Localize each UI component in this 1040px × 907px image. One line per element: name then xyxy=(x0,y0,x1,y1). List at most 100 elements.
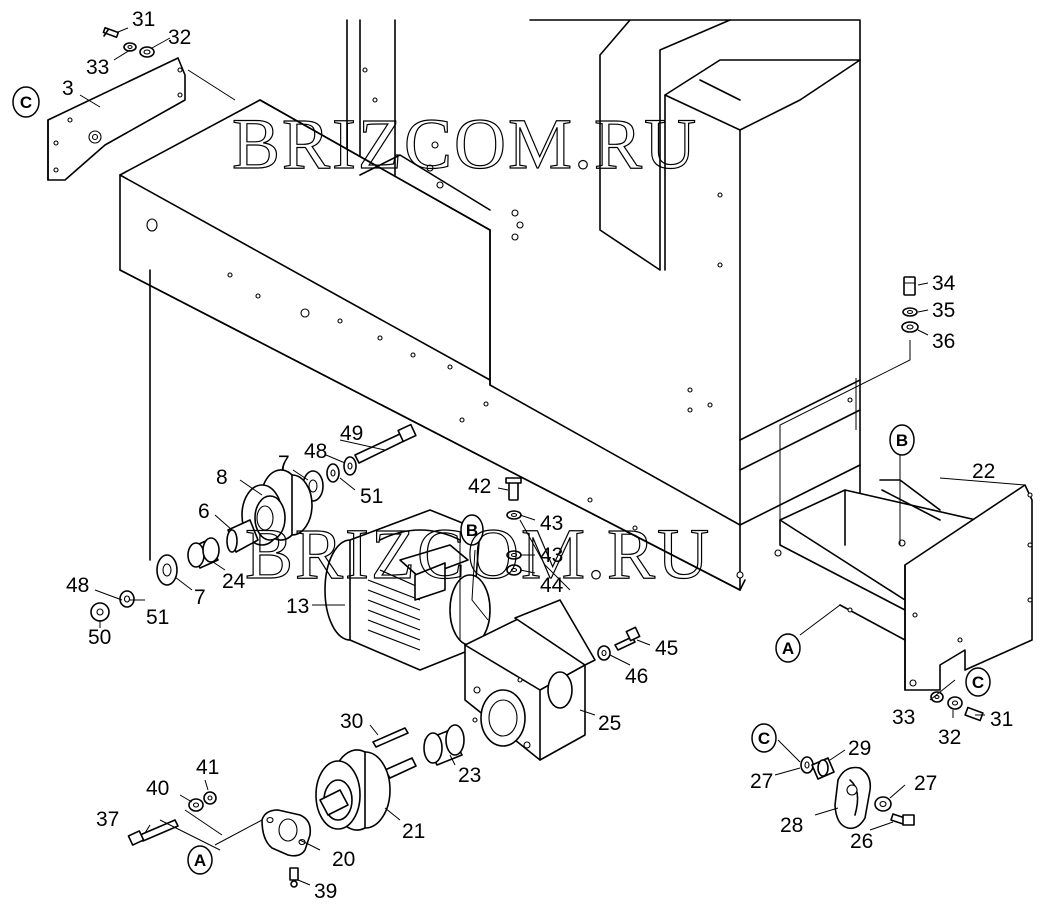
washer-46 xyxy=(597,645,611,661)
bearing-7-lower xyxy=(156,554,178,586)
part-label: 48 xyxy=(304,440,327,463)
pulley-8 xyxy=(241,469,313,546)
part-label: 27 xyxy=(914,772,937,795)
part-label: 51 xyxy=(146,606,169,629)
bolt-37 xyxy=(127,819,179,846)
bracket-22 xyxy=(774,479,1033,691)
washer-33-bottom xyxy=(930,691,944,703)
reference-marker-c-top: C xyxy=(12,86,40,118)
part-label: 32 xyxy=(168,26,191,49)
part-label: 51 xyxy=(360,485,383,508)
part-label: 25 xyxy=(598,712,621,735)
reference-marker-b-motor: B xyxy=(460,514,484,546)
flange-bearing-20 xyxy=(261,809,312,857)
part-label: 49 xyxy=(340,422,363,445)
part-label: 6 xyxy=(198,500,210,523)
part-label: 24 xyxy=(222,570,246,593)
grease-nipple-39 xyxy=(289,867,299,888)
part-label: 7 xyxy=(278,452,290,475)
bushing-29 xyxy=(811,757,835,780)
part-label: 42 xyxy=(468,475,491,498)
part-label: 7 xyxy=(194,586,206,609)
key-30 xyxy=(372,727,409,748)
part-label: 26 xyxy=(850,830,873,853)
plate-3 xyxy=(47,57,186,181)
nut-41 xyxy=(203,791,217,805)
washer-32-top xyxy=(139,46,155,58)
part-label: 29 xyxy=(848,737,871,760)
bushing-23 xyxy=(423,724,465,766)
part-label: 3 xyxy=(62,77,74,100)
bolt-31-bottom xyxy=(964,706,984,722)
svg-text:C: C xyxy=(972,673,984,692)
part-label: 20 xyxy=(332,848,355,871)
part-label: 30 xyxy=(340,710,363,733)
machine-frame xyxy=(119,19,861,591)
washer-27-a xyxy=(800,756,814,774)
reference-marker-a-bottom: A xyxy=(187,845,213,875)
reference-marker-a-right: A xyxy=(775,633,801,663)
part-label: 8 xyxy=(216,466,228,489)
part-label: 43 xyxy=(540,512,563,535)
reference-marker-c-hook: C xyxy=(751,723,777,753)
nut-50 xyxy=(90,602,110,622)
washer-36 xyxy=(901,321,919,333)
svg-text:B: B xyxy=(896,431,908,450)
washer-35 xyxy=(902,307,918,317)
pulley-21 xyxy=(315,749,417,831)
part-label: 40 xyxy=(146,777,169,800)
hook-28 xyxy=(834,766,872,830)
part-label: 32 xyxy=(938,726,961,749)
gearbox-25 xyxy=(464,599,596,761)
washer-40 xyxy=(188,798,204,812)
part-label: 41 xyxy=(196,756,219,779)
part-label: 36 xyxy=(932,330,955,353)
washer-32-bottom xyxy=(947,696,963,710)
bolt-45 xyxy=(614,626,641,651)
part-label: 44 xyxy=(540,574,564,597)
shaft-6 xyxy=(226,519,259,553)
svg-text:C: C xyxy=(758,729,770,748)
part-label: 45 xyxy=(655,637,678,660)
bolt-42 xyxy=(505,477,522,501)
part-label: 34 xyxy=(932,272,956,295)
svg-text:C: C xyxy=(20,93,32,112)
washer-51-lower xyxy=(119,590,135,608)
part-label: 22 xyxy=(972,460,995,483)
part-label: 28 xyxy=(780,814,803,837)
part-label: 31 xyxy=(990,708,1013,731)
part-label: 35 xyxy=(932,299,955,322)
bolt-34 xyxy=(903,276,916,296)
svg-text:A: A xyxy=(194,851,206,870)
part-label: 13 xyxy=(286,595,309,618)
washer-51-upper xyxy=(326,463,340,483)
part-number-labels: 31 32 33 3 34 35 36 49 48 8 7 51 6 24 42… xyxy=(62,8,1013,903)
bolt-49 xyxy=(354,423,417,464)
reference-marker-b-right: B xyxy=(889,424,915,456)
watermark-top: BRIZCOM.RU xyxy=(232,104,698,184)
svg-text:B: B xyxy=(466,521,478,540)
washer-27-b xyxy=(874,796,892,812)
part-label: 50 xyxy=(88,626,111,649)
part-label: 37 xyxy=(96,808,119,831)
bushing-24 xyxy=(187,537,220,569)
part-label: 48 xyxy=(66,574,89,597)
bolt-31-top xyxy=(102,26,120,39)
part-label: 43 xyxy=(540,544,563,567)
part-label: 33 xyxy=(892,706,915,729)
frame-holes xyxy=(146,67,853,579)
washer-33-top xyxy=(123,42,137,52)
part-label: 46 xyxy=(625,665,648,688)
part-label: 21 xyxy=(402,820,425,843)
svg-text:A: A xyxy=(782,639,794,658)
part-label: 27 xyxy=(750,770,773,793)
part-label: 23 xyxy=(458,764,481,787)
washer-48-upper xyxy=(343,456,357,476)
leader-lines xyxy=(79,27,1026,886)
watermark-middle: BRIZCOM.RU xyxy=(245,514,711,594)
reference-marker-c-right: C xyxy=(965,667,991,697)
part-label: 33 xyxy=(86,56,109,79)
part-label: 31 xyxy=(132,8,155,31)
bolt-26 xyxy=(890,813,915,826)
